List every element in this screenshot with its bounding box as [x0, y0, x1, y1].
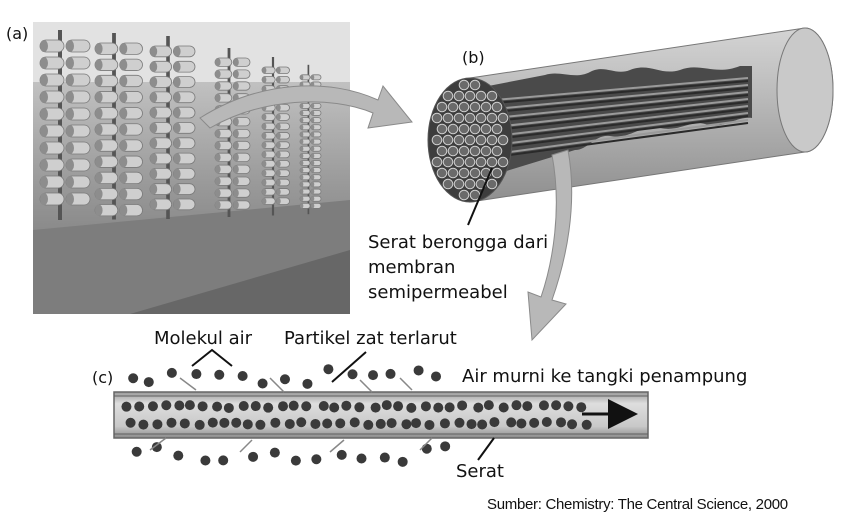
molekul-leader: [191, 348, 233, 367]
permeation-arrows: [149, 377, 433, 453]
arrow-fiber-to-tube: [527, 149, 573, 342]
arrow-photo-to-fiber: [199, 84, 413, 129]
source-caption: Sumber: Chemistry: The Central Science, …: [487, 496, 788, 513]
plant-photo: [33, 22, 350, 314]
partikel-leader: [331, 351, 367, 383]
serat-leader: [477, 437, 495, 461]
panel-label-c: (c): [92, 368, 114, 387]
fiber-label-line: membran: [368, 257, 456, 278]
panel-label-a: (a): [6, 24, 29, 43]
fiber-tube: [113, 391, 649, 439]
fiber-label-line: Serat berongga dari: [368, 232, 549, 253]
panel-label-b: (b): [462, 48, 485, 67]
fiber-tube-label: Serat: [456, 461, 504, 482]
fiber-leader: [467, 167, 493, 226]
water-molecule-label: Molekul air: [154, 328, 253, 349]
pure-water-label: Air murni ke tangki penampung: [462, 366, 748, 387]
water-particles: [121, 364, 592, 467]
solute-particle-label: Partikel zat terlarut: [284, 328, 457, 349]
fiber-label-line: semipermeabel: [368, 282, 508, 303]
fiber-label: Serat berongga dari membran semipermeabe…: [368, 230, 548, 305]
